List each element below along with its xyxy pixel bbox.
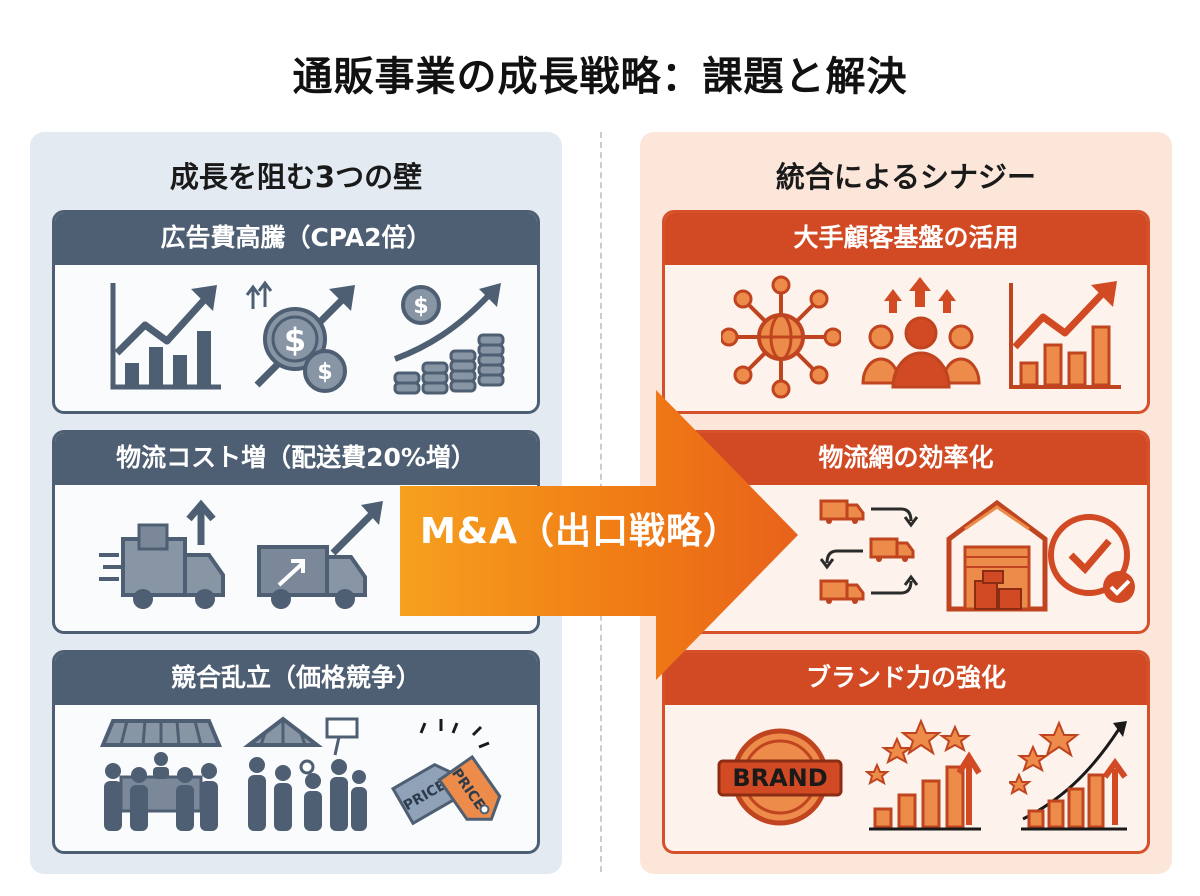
truck-cost-up-icon: [99, 499, 225, 609]
synergy-card-brand: ブランド力の強化 BRAND: [662, 650, 1150, 854]
challenge-card-title: 広告費高騰（CPA2倍）: [55, 213, 537, 265]
brand-badge-icon: BRAND: [717, 728, 843, 826]
challenge-card-title: 物流コスト増（配送費20%増）: [55, 433, 537, 485]
delivery-routes-icon: [819, 499, 919, 604]
coin-stack-growth-icon: $: [393, 283, 505, 395]
bar-chart-growth-icon: [1009, 281, 1121, 389]
global-network-icon: [721, 275, 841, 399]
price-tags-icon: PRICE PRICE: [390, 719, 502, 826]
challenges-panel: 成長を阻む3つの壁 広告費高騰（CPA2倍） $: [30, 132, 562, 874]
bar-chart-up-icon: [110, 283, 221, 390]
synergy-card-title: 物流網の効率化: [665, 433, 1147, 485]
synergy-card-title: ブランド力の強化: [665, 653, 1147, 705]
coin-arrow-up-icon: $ $: [245, 280, 355, 393]
synergy-card-customer-base: 大手顧客基盤の活用: [662, 210, 1150, 414]
challenge-card-competition: 競合乱立（価格競争）: [52, 650, 540, 854]
svg-text:$: $: [413, 294, 428, 319]
market-stall-crowd-icon: [100, 719, 222, 831]
star-rating-growth-icon: [865, 718, 982, 831]
warehouse-icon: [946, 499, 1048, 612]
challenge-card-title: 競合乱立（価格競争）: [55, 653, 537, 705]
customer-growth-icon: [861, 277, 981, 389]
page-title: 通販事業の成長戦略：課題と解決: [292, 54, 908, 100]
ma-exit-arrow: [400, 390, 798, 680]
synergy-heading: 統合によるシナジー: [775, 160, 1037, 194]
rating-trend-up-icon: [1009, 720, 1128, 831]
svg-text:$: $: [284, 321, 306, 359]
truck-price-up-icon: [257, 501, 383, 609]
challenge-card-ad-cost: 広告費高騰（CPA2倍） $ $: [52, 210, 540, 414]
synergy-card-title: 大手顧客基盤の活用: [665, 213, 1147, 265]
bargain-crowd-icon: [243, 716, 367, 831]
svg-text:$: $: [317, 360, 332, 385]
checkmark-badge-icon: [1048, 514, 1135, 603]
ma-arrow-label: M&A（出口戦略）: [419, 511, 741, 552]
brand-badge-text: BRAND: [732, 764, 827, 792]
challenges-heading: 成長を阻む3つの壁: [169, 160, 423, 194]
